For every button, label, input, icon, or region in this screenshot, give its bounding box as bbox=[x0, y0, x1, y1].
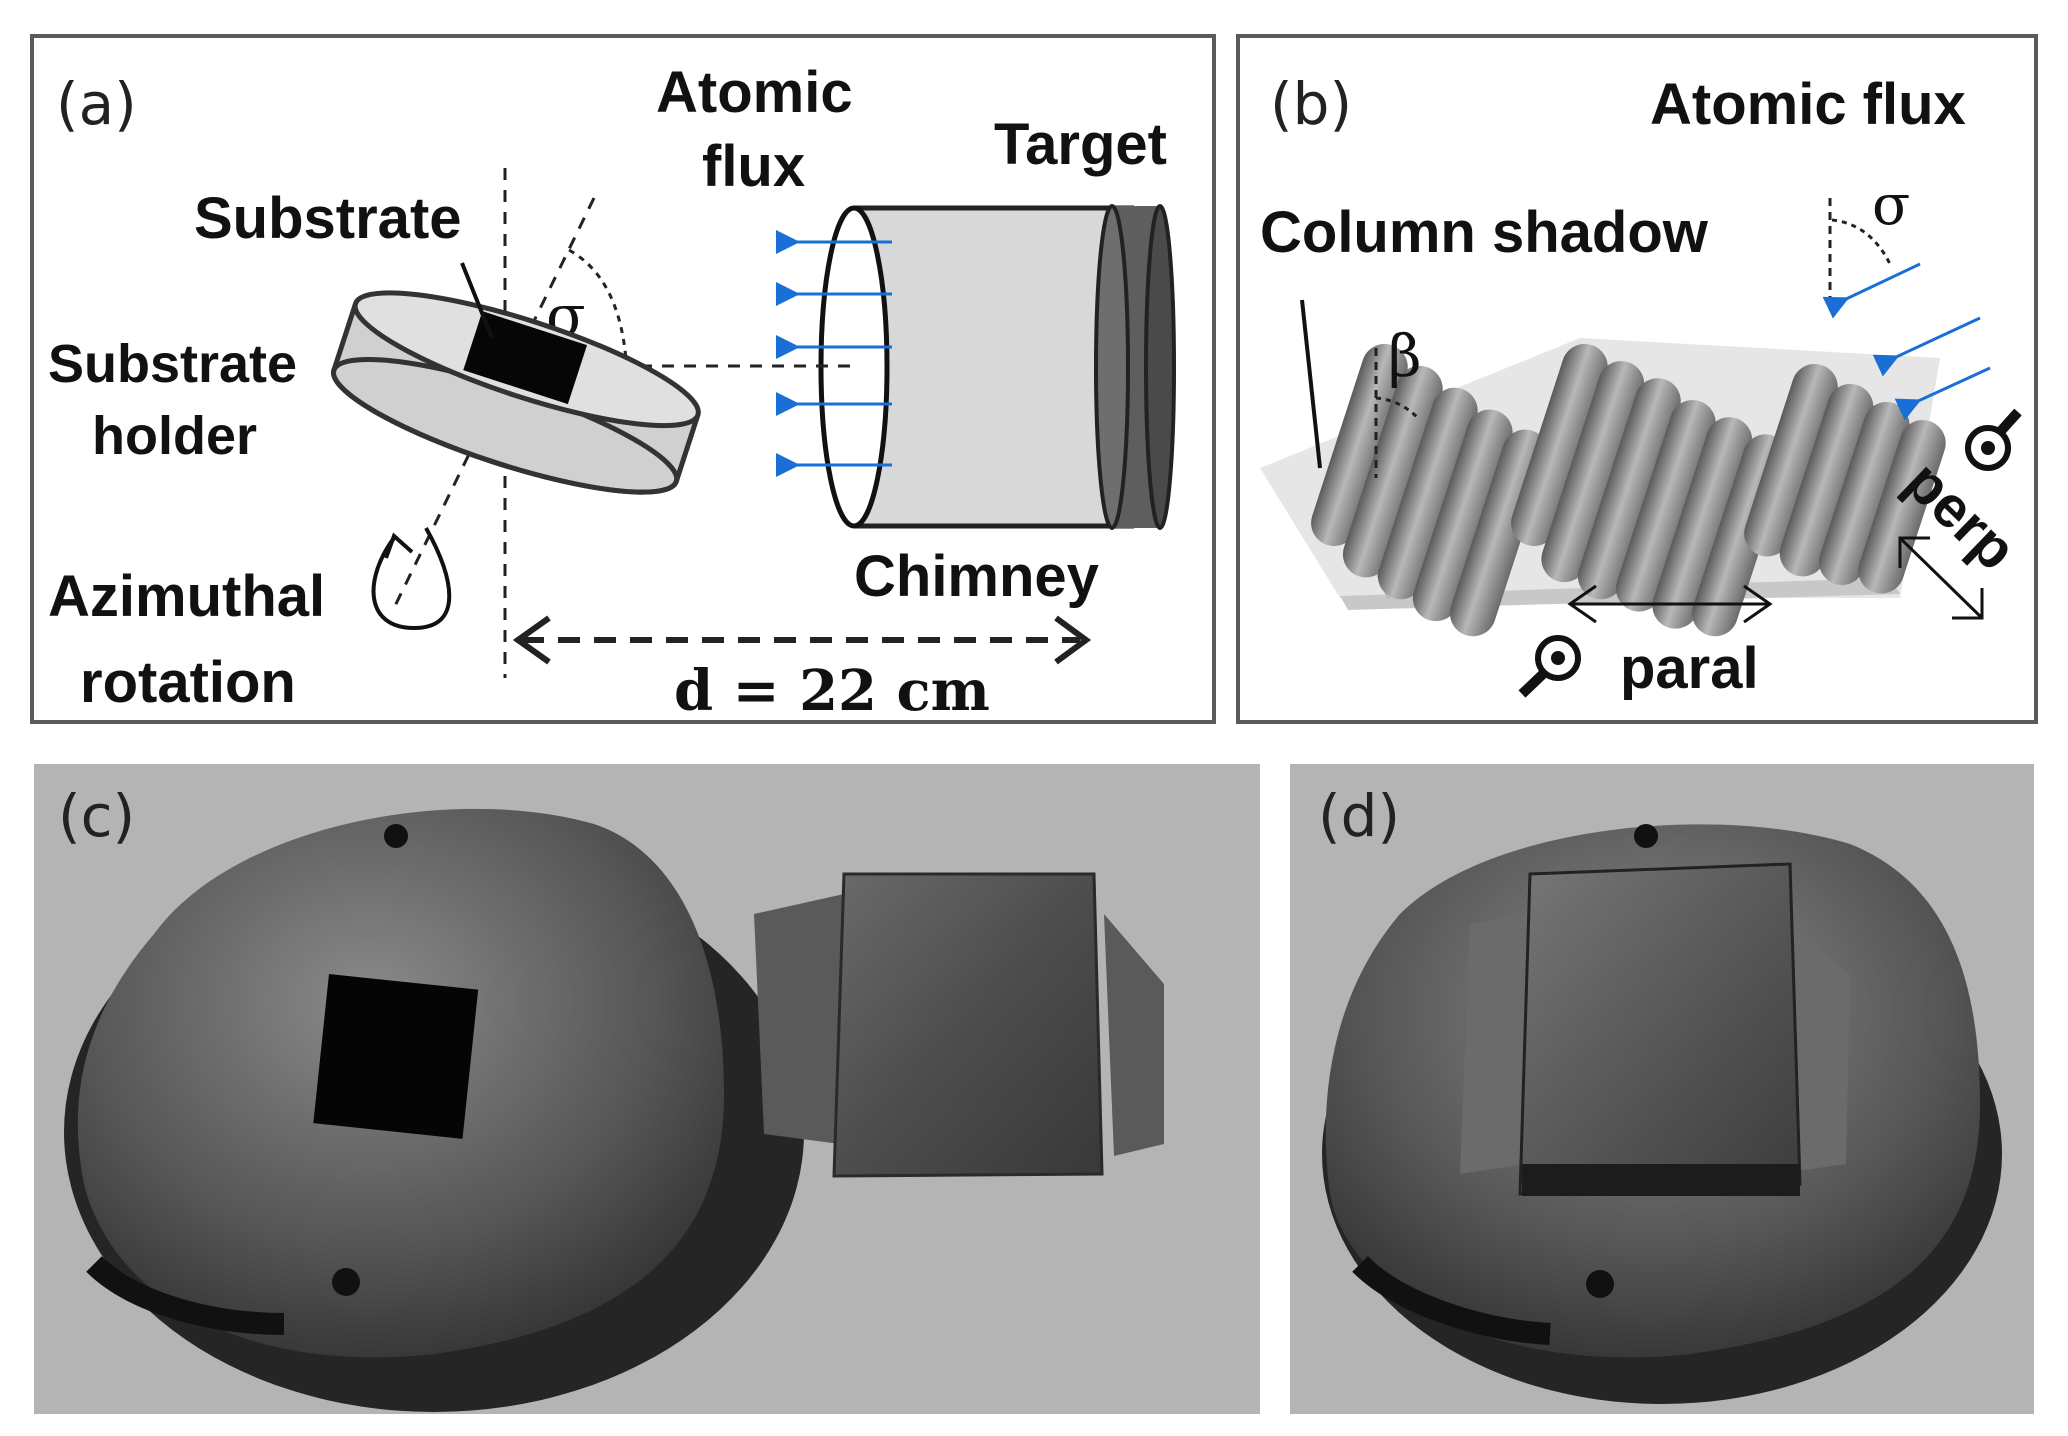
perp-arrow bbox=[1898, 536, 1984, 620]
substrate-pointer bbox=[460, 262, 494, 339]
mask-cover-front-edge bbox=[1522, 1164, 1800, 1196]
panel-c-label: (c) bbox=[58, 782, 135, 850]
target-label: Target bbox=[994, 112, 1167, 177]
sigma-symbol-b: σ bbox=[1872, 173, 1910, 238]
panel-b-label: (b) bbox=[1270, 70, 1352, 138]
panel-a-label: (a) bbox=[56, 70, 137, 138]
substrate-holder-label-line2: holder bbox=[92, 406, 257, 466]
column-shadow-pointer bbox=[1300, 299, 1322, 469]
screw-hole-bottom-d bbox=[1586, 1270, 1614, 1298]
paral-arrow bbox=[1567, 584, 1773, 624]
panel-d-illustration: (d) bbox=[1318, 782, 2002, 1404]
screw-hole-bottom bbox=[332, 1268, 360, 1296]
mask-cover-wing-left bbox=[1460, 914, 1530, 1174]
azimuthal-rotation-icon bbox=[371, 527, 452, 631]
column-shadow-label: Column shadow bbox=[1260, 200, 1709, 265]
atomic-flux-label-line1: Atomic bbox=[656, 60, 853, 125]
mask-cover-wing-right bbox=[1786, 924, 1850, 1172]
screw-hole-top-d bbox=[1634, 824, 1658, 848]
slot bbox=[86, 1255, 285, 1335]
beta-arc bbox=[1375, 396, 1420, 420]
slot-d bbox=[1352, 1256, 1551, 1345]
perp-eye-icon bbox=[1965, 408, 2022, 471]
flux-arrows bbox=[776, 230, 892, 477]
flux-arrows-b bbox=[1822, 262, 1991, 421]
substrate-holder bbox=[331, 290, 701, 495]
beta-symbol: β bbox=[1388, 322, 1422, 390]
substrate-holder-label-line1: Substrate bbox=[48, 334, 297, 394]
mask-cover bbox=[754, 872, 1164, 1178]
panel-c-illustration: (c) bbox=[58, 782, 1164, 1412]
sigma-arc bbox=[568, 248, 628, 361]
panel-d-label: (d) bbox=[1318, 782, 1400, 850]
panel-d-photo: (d) bbox=[1290, 764, 2034, 1414]
distance-label: d = 22 cm bbox=[674, 658, 990, 720]
panel-c-photo: (c) bbox=[34, 764, 1260, 1414]
screw-hole-top bbox=[384, 824, 408, 848]
paral-eye-icon bbox=[1518, 635, 1581, 698]
atomic-flux-label-b: Atomic flux bbox=[1650, 72, 1966, 137]
target-disc bbox=[1094, 204, 1176, 530]
panel-a: (a) Atomic flux Target bbox=[30, 34, 1216, 724]
substrate-square bbox=[463, 311, 588, 405]
azimuthal-rotation-label-line2: rotation bbox=[80, 650, 296, 715]
azimuthal-rotation-label-line1: Azimuthal bbox=[48, 564, 325, 629]
tilted-columns bbox=[1311, 343, 1946, 637]
panel-b-diagram: (b) Atomic flux Column shadow bbox=[1260, 70, 2029, 701]
paral-label: paral bbox=[1620, 636, 1759, 701]
substrate-label: Substrate bbox=[194, 186, 462, 251]
panel-b: (b) Atomic flux Column shadow bbox=[1236, 34, 2038, 724]
chimney-label: Chimney bbox=[854, 544, 1099, 609]
substrate-window bbox=[313, 973, 479, 1139]
distance-arrow bbox=[512, 615, 1092, 665]
mask-cover-d bbox=[1518, 862, 1802, 1196]
panel-a-diagram: (a) Atomic flux Target bbox=[48, 60, 1176, 724]
atomic-flux-label-line2: flux bbox=[702, 134, 805, 199]
